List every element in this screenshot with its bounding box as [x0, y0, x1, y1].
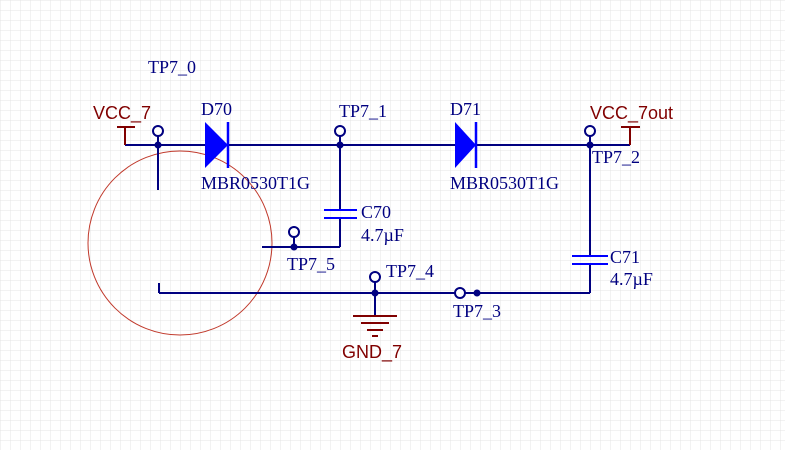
test-points — [152, 125, 596, 299]
junction-dot — [371, 289, 379, 297]
diode-d70[interactable] — [205, 122, 230, 168]
diode-d71[interactable] — [455, 122, 478, 168]
capacitor-c71-value: 4.7µF — [610, 269, 653, 289]
testpoint-tp7-2[interactable] — [584, 125, 596, 137]
label-tp7-3: TP7_3 — [453, 301, 501, 321]
capacitor-c70-value: 4.7µF — [361, 225, 404, 245]
testpoint-tp7-4[interactable] — [369, 271, 381, 283]
label-tp7-0: TP7_0 — [148, 57, 196, 77]
power-port-vcc-out[interactable] — [621, 126, 640, 145]
testpoint-tp7-5[interactable] — [288, 226, 300, 238]
power-label-vcc-out: VCC_7out — [590, 103, 673, 124]
testpoint-tp7-1[interactable] — [334, 125, 346, 137]
power-label-vcc-in: VCC_7 — [93, 103, 151, 124]
annotation-circle — [87, 150, 273, 336]
diode-d71-ref: D71 — [450, 99, 481, 119]
label-tp7-5: TP7_5 — [287, 254, 335, 274]
ground-symbol[interactable] — [353, 315, 397, 337]
power-port-vcc-in[interactable] — [117, 126, 135, 145]
diode-d70-triangle — [205, 122, 228, 168]
label-tp7-1: TP7_1 — [339, 101, 387, 121]
diode-d71-triangle — [455, 122, 476, 168]
junctions — [154, 141, 594, 297]
junction-dot — [336, 141, 344, 149]
junction-dot — [154, 141, 162, 149]
testpoint-tp7-0[interactable] — [152, 125, 164, 137]
label-tp7-2: TP7_2 — [592, 147, 640, 167]
testpoint-tp7-3[interactable] — [454, 287, 466, 299]
label-tp7-4: TP7_4 — [386, 261, 434, 281]
junction-dot — [290, 243, 298, 251]
junction-dot — [586, 141, 594, 149]
capacitor-c70-ref: C70 — [361, 202, 391, 222]
diode-d70-part: MBR0530T1G — [201, 173, 310, 193]
diode-d70-ref: D70 — [201, 99, 232, 119]
capacitor-c71[interactable] — [572, 255, 608, 265]
capacitor-c71-ref: C71 — [610, 247, 640, 267]
diode-d71-part: MBR0530T1G — [450, 173, 559, 193]
junction-dot — [473, 289, 481, 297]
power-label-gnd: GND_7 — [342, 342, 402, 363]
capacitor-c70[interactable] — [324, 209, 357, 219]
